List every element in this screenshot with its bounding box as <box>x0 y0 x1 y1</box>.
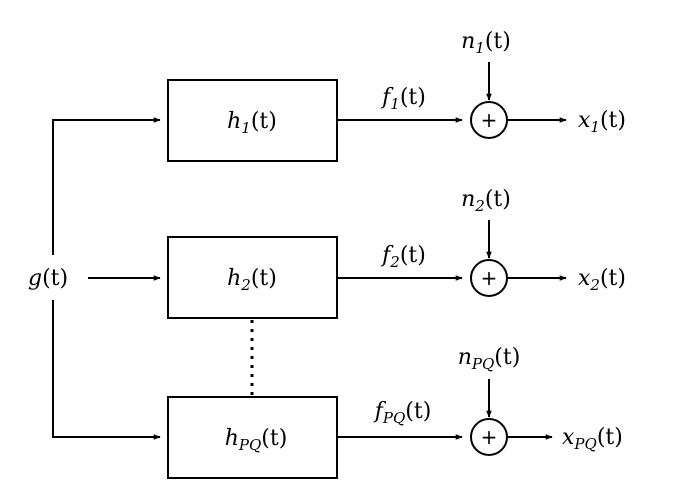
output-label-1: x1(t) <box>578 108 626 136</box>
input-label: g(t) <box>28 266 68 291</box>
summer-2: + <box>470 259 508 297</box>
plus-symbol: + <box>481 425 498 449</box>
signal-label-2: f2(t) <box>380 243 426 271</box>
filter-label-1: h1(t) <box>227 109 277 137</box>
noise-label-1: n1(t) <box>461 29 511 57</box>
input-wire-branch-1 <box>52 117 161 255</box>
plus-symbol: + <box>481 266 498 290</box>
noise-label-pq: nPQ(t) <box>458 345 521 373</box>
input-wire-branch-pq <box>52 300 161 440</box>
summer-pq: + <box>470 418 508 456</box>
filter-label-pq: hPQ(t) <box>225 426 288 454</box>
filter-label-2: h2(t) <box>227 266 277 294</box>
filter-block-2 <box>167 236 338 319</box>
signal-label-pq: fPQ(t) <box>373 399 432 427</box>
plus-symbol: + <box>481 108 498 132</box>
noise-label-2: n2(t) <box>461 187 511 215</box>
signal-label-1: f1(t) <box>380 85 426 113</box>
output-label-2: x2(t) <box>578 266 626 294</box>
filter-block-pq <box>167 396 338 479</box>
output-label-pq: xPQ(t) <box>562 425 623 453</box>
summer-1: + <box>470 101 508 139</box>
